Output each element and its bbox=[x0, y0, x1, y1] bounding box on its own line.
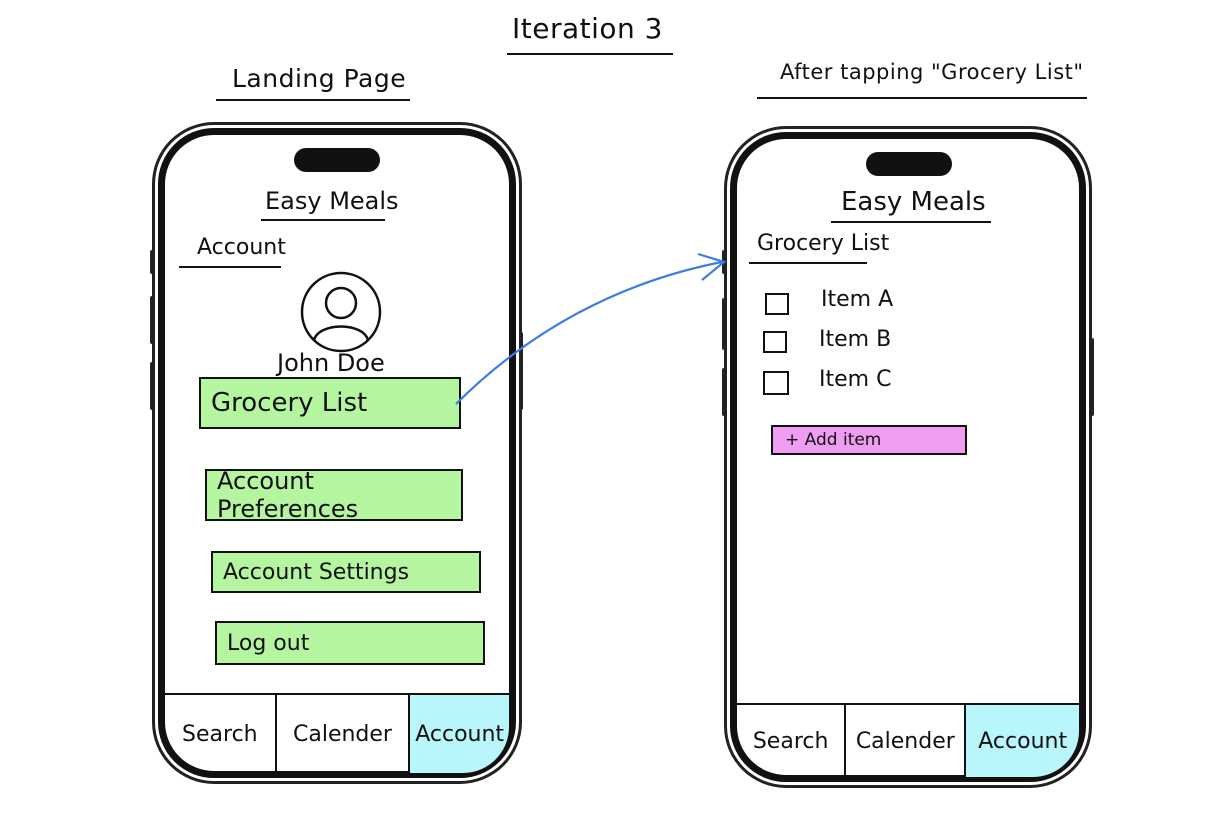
tab-search[interactable]: Search bbox=[737, 705, 847, 777]
tab-account[interactable]: Account bbox=[410, 695, 509, 773]
bottom-tab-bar: Search Calender Account bbox=[737, 703, 1079, 777]
section-heading-grocery-list: Grocery List bbox=[757, 231, 890, 256]
right-phone-side-button bbox=[722, 298, 728, 350]
left-phone: Easy Meals Account John Doe Grocery List… bbox=[158, 128, 516, 778]
right-phone-side-button bbox=[1088, 338, 1094, 416]
user-name: John Doe bbox=[277, 349, 385, 377]
tab-account[interactable]: Account bbox=[966, 705, 1079, 777]
tab-calender[interactable]: Calender bbox=[277, 695, 411, 773]
avatar-icon bbox=[299, 270, 383, 358]
left-phone-side-button bbox=[150, 362, 156, 410]
tab-search[interactable]: Search bbox=[165, 695, 277, 773]
item-a-label: Item A bbox=[821, 287, 894, 312]
item-c-checkbox[interactable] bbox=[763, 371, 789, 395]
right-phone-side-button bbox=[722, 368, 728, 416]
left-phone-side-button bbox=[517, 332, 523, 410]
dynamic-island bbox=[866, 152, 952, 176]
right-phone-side-button bbox=[722, 250, 728, 274]
right-phone: Easy Meals Grocery List Item A Item B It… bbox=[730, 132, 1086, 782]
grocery-list-button[interactable]: Grocery List bbox=[199, 377, 461, 429]
add-item-button[interactable]: + Add item bbox=[771, 425, 967, 455]
left-screen-caption: Landing Page bbox=[232, 64, 407, 93]
account-settings-button[interactable]: Account Settings bbox=[211, 551, 481, 593]
section-heading-account: Account bbox=[197, 235, 286, 260]
page-title-underline bbox=[507, 53, 673, 55]
app-title: Easy Meals bbox=[841, 187, 986, 217]
section-underline bbox=[749, 262, 867, 264]
left-caption-underline bbox=[216, 99, 410, 101]
item-b-checkbox[interactable] bbox=[763, 331, 787, 353]
right-screen-caption: After tapping "Grocery List" bbox=[780, 60, 1084, 84]
tab-calender[interactable]: Calender bbox=[846, 705, 967, 777]
app-title-underline bbox=[831, 221, 991, 223]
left-phone-side-button bbox=[150, 296, 156, 344]
page-title: Iteration 3 bbox=[512, 12, 663, 45]
bottom-tab-bar: Search Calender Account bbox=[165, 693, 509, 773]
dynamic-island bbox=[294, 148, 380, 172]
account-preferences-button[interactable]: Account Preferences bbox=[205, 467, 463, 523]
item-c-label: Item C bbox=[819, 367, 892, 392]
section-underline bbox=[179, 266, 281, 268]
left-phone-side-button bbox=[150, 250, 156, 274]
right-caption-underline bbox=[757, 97, 1087, 99]
item-b-label: Item B bbox=[819, 327, 892, 352]
app-title-underline bbox=[261, 219, 385, 221]
log-out-button[interactable]: Log out bbox=[215, 621, 485, 665]
app-title: Easy Meals bbox=[265, 187, 399, 215]
item-a-checkbox[interactable] bbox=[765, 293, 789, 315]
